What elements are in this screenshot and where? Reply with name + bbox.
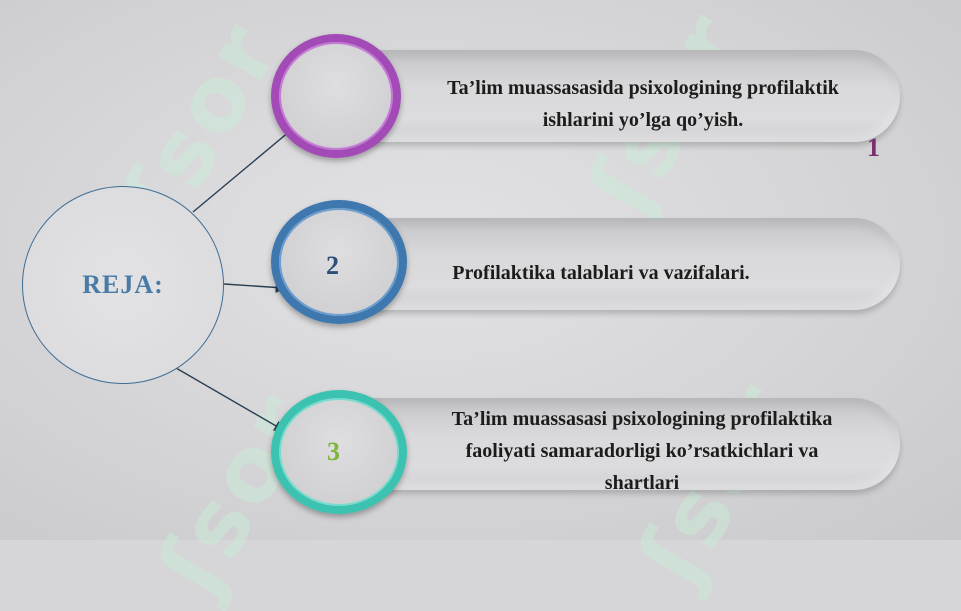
plan-item-1-line-1: Ta’lim muassasasida psixologining profil… bbox=[447, 77, 839, 99]
plan-item-1-text: Ta’lim muassasasida psixologining profil… bbox=[402, 72, 884, 136]
connector-lines bbox=[175, 124, 299, 432]
plan-item-1-line-2: ishlarini yo’lga qo’yish. bbox=[542, 109, 744, 131]
center-label: REJA: bbox=[82, 270, 164, 299]
plan-item-1-bar bbox=[330, 50, 900, 142]
plan-item-2-ring bbox=[271, 200, 407, 324]
plan-item-3-line-3: shartlari bbox=[604, 472, 680, 494]
connector-line-3 bbox=[175, 367, 286, 432]
plan-item-3-line-2: faoliyati samaradorligi ko’rsatkichlari … bbox=[465, 440, 819, 462]
plan-item-2-text: Profilaktika talablari va vazifalari. bbox=[412, 257, 790, 289]
plan-item-3-text: Ta’lim muassasasi psixologining profilak… bbox=[404, 403, 880, 499]
plan-item-3-number: 3 bbox=[327, 437, 340, 466]
connector-line-1 bbox=[192, 124, 299, 213]
plan-item-3-line-1: Ta’lim muassasasi psixologining profilak… bbox=[451, 408, 833, 430]
plan-item-3-ring bbox=[271, 390, 407, 514]
plan-item-1-number: 1 bbox=[867, 133, 880, 162]
plan-item-3-bar bbox=[330, 398, 900, 490]
plan-item-1-ring bbox=[271, 34, 401, 158]
plan-item-2-number: 2 bbox=[326, 251, 339, 280]
plan-item-2-line-1: Profilaktika talablari va vazifalari. bbox=[452, 262, 750, 284]
center-circle bbox=[22, 186, 224, 384]
plan-item-2-bar bbox=[330, 218, 900, 310]
connector-line-2 bbox=[223, 281, 287, 294]
